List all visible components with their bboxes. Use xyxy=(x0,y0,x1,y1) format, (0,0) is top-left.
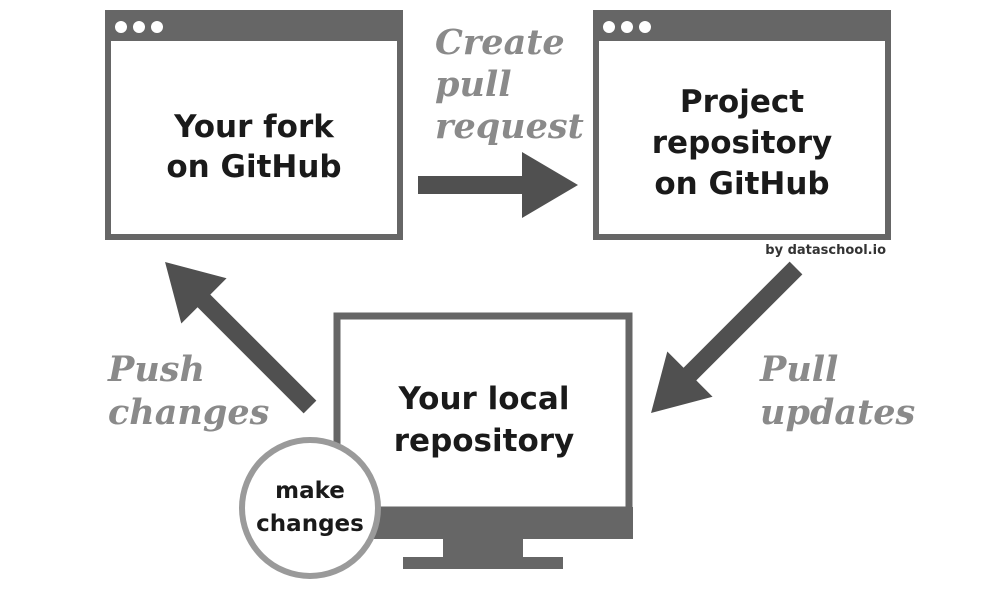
make-changes-circle xyxy=(239,437,381,579)
create-pr-label-line-2: pull xyxy=(435,64,512,105)
make-changes-line-1: make xyxy=(275,478,345,504)
project-window: Project repository on GitHub xyxy=(593,10,891,240)
local-monitor: Your local repository xyxy=(333,312,633,569)
project-label-line-3: on GitHub xyxy=(654,166,829,202)
make-changes-line-2: changes xyxy=(256,511,364,537)
push-label-line-1: Push xyxy=(107,349,205,390)
up-left-arrow-icon xyxy=(165,262,317,414)
credit-text: by dataschool.io xyxy=(765,243,886,258)
window-dot-icon xyxy=(151,21,163,33)
push-arrow xyxy=(165,262,317,414)
pull-arrow xyxy=(651,261,803,413)
window-dot-icon xyxy=(603,21,615,33)
right-arrow-icon xyxy=(418,152,578,218)
project-label-line-1: Project xyxy=(680,84,804,120)
fork-label-line-1: Your fork xyxy=(173,109,335,145)
window-dot-icon xyxy=(115,21,127,33)
monitor-stand xyxy=(403,557,563,569)
create-pr-label-line-1: Create xyxy=(435,22,565,63)
project-label-line-2: repository xyxy=(652,125,833,161)
pull-label-line-2: updates xyxy=(760,392,915,433)
make-changes-badge: make changes xyxy=(239,437,381,579)
create-pr-arrow xyxy=(418,152,578,218)
pull-label-line-1: Pull xyxy=(759,349,838,390)
down-left-arrow-icon xyxy=(651,261,803,413)
fork-window: Your fork on GitHub xyxy=(105,10,403,240)
monitor-neck xyxy=(443,539,523,557)
create-pr-label-line-3: request xyxy=(435,106,584,147)
local-label-line-2: repository xyxy=(394,423,575,459)
push-label-line-2: changes xyxy=(108,392,269,433)
window-dot-icon xyxy=(639,21,651,33)
window-dot-icon xyxy=(133,21,145,33)
fork-label-line-2: on GitHub xyxy=(166,149,341,185)
monitor-bezel xyxy=(333,507,633,539)
window-dot-icon xyxy=(621,21,633,33)
local-label-line-1: Your local xyxy=(398,381,570,417)
